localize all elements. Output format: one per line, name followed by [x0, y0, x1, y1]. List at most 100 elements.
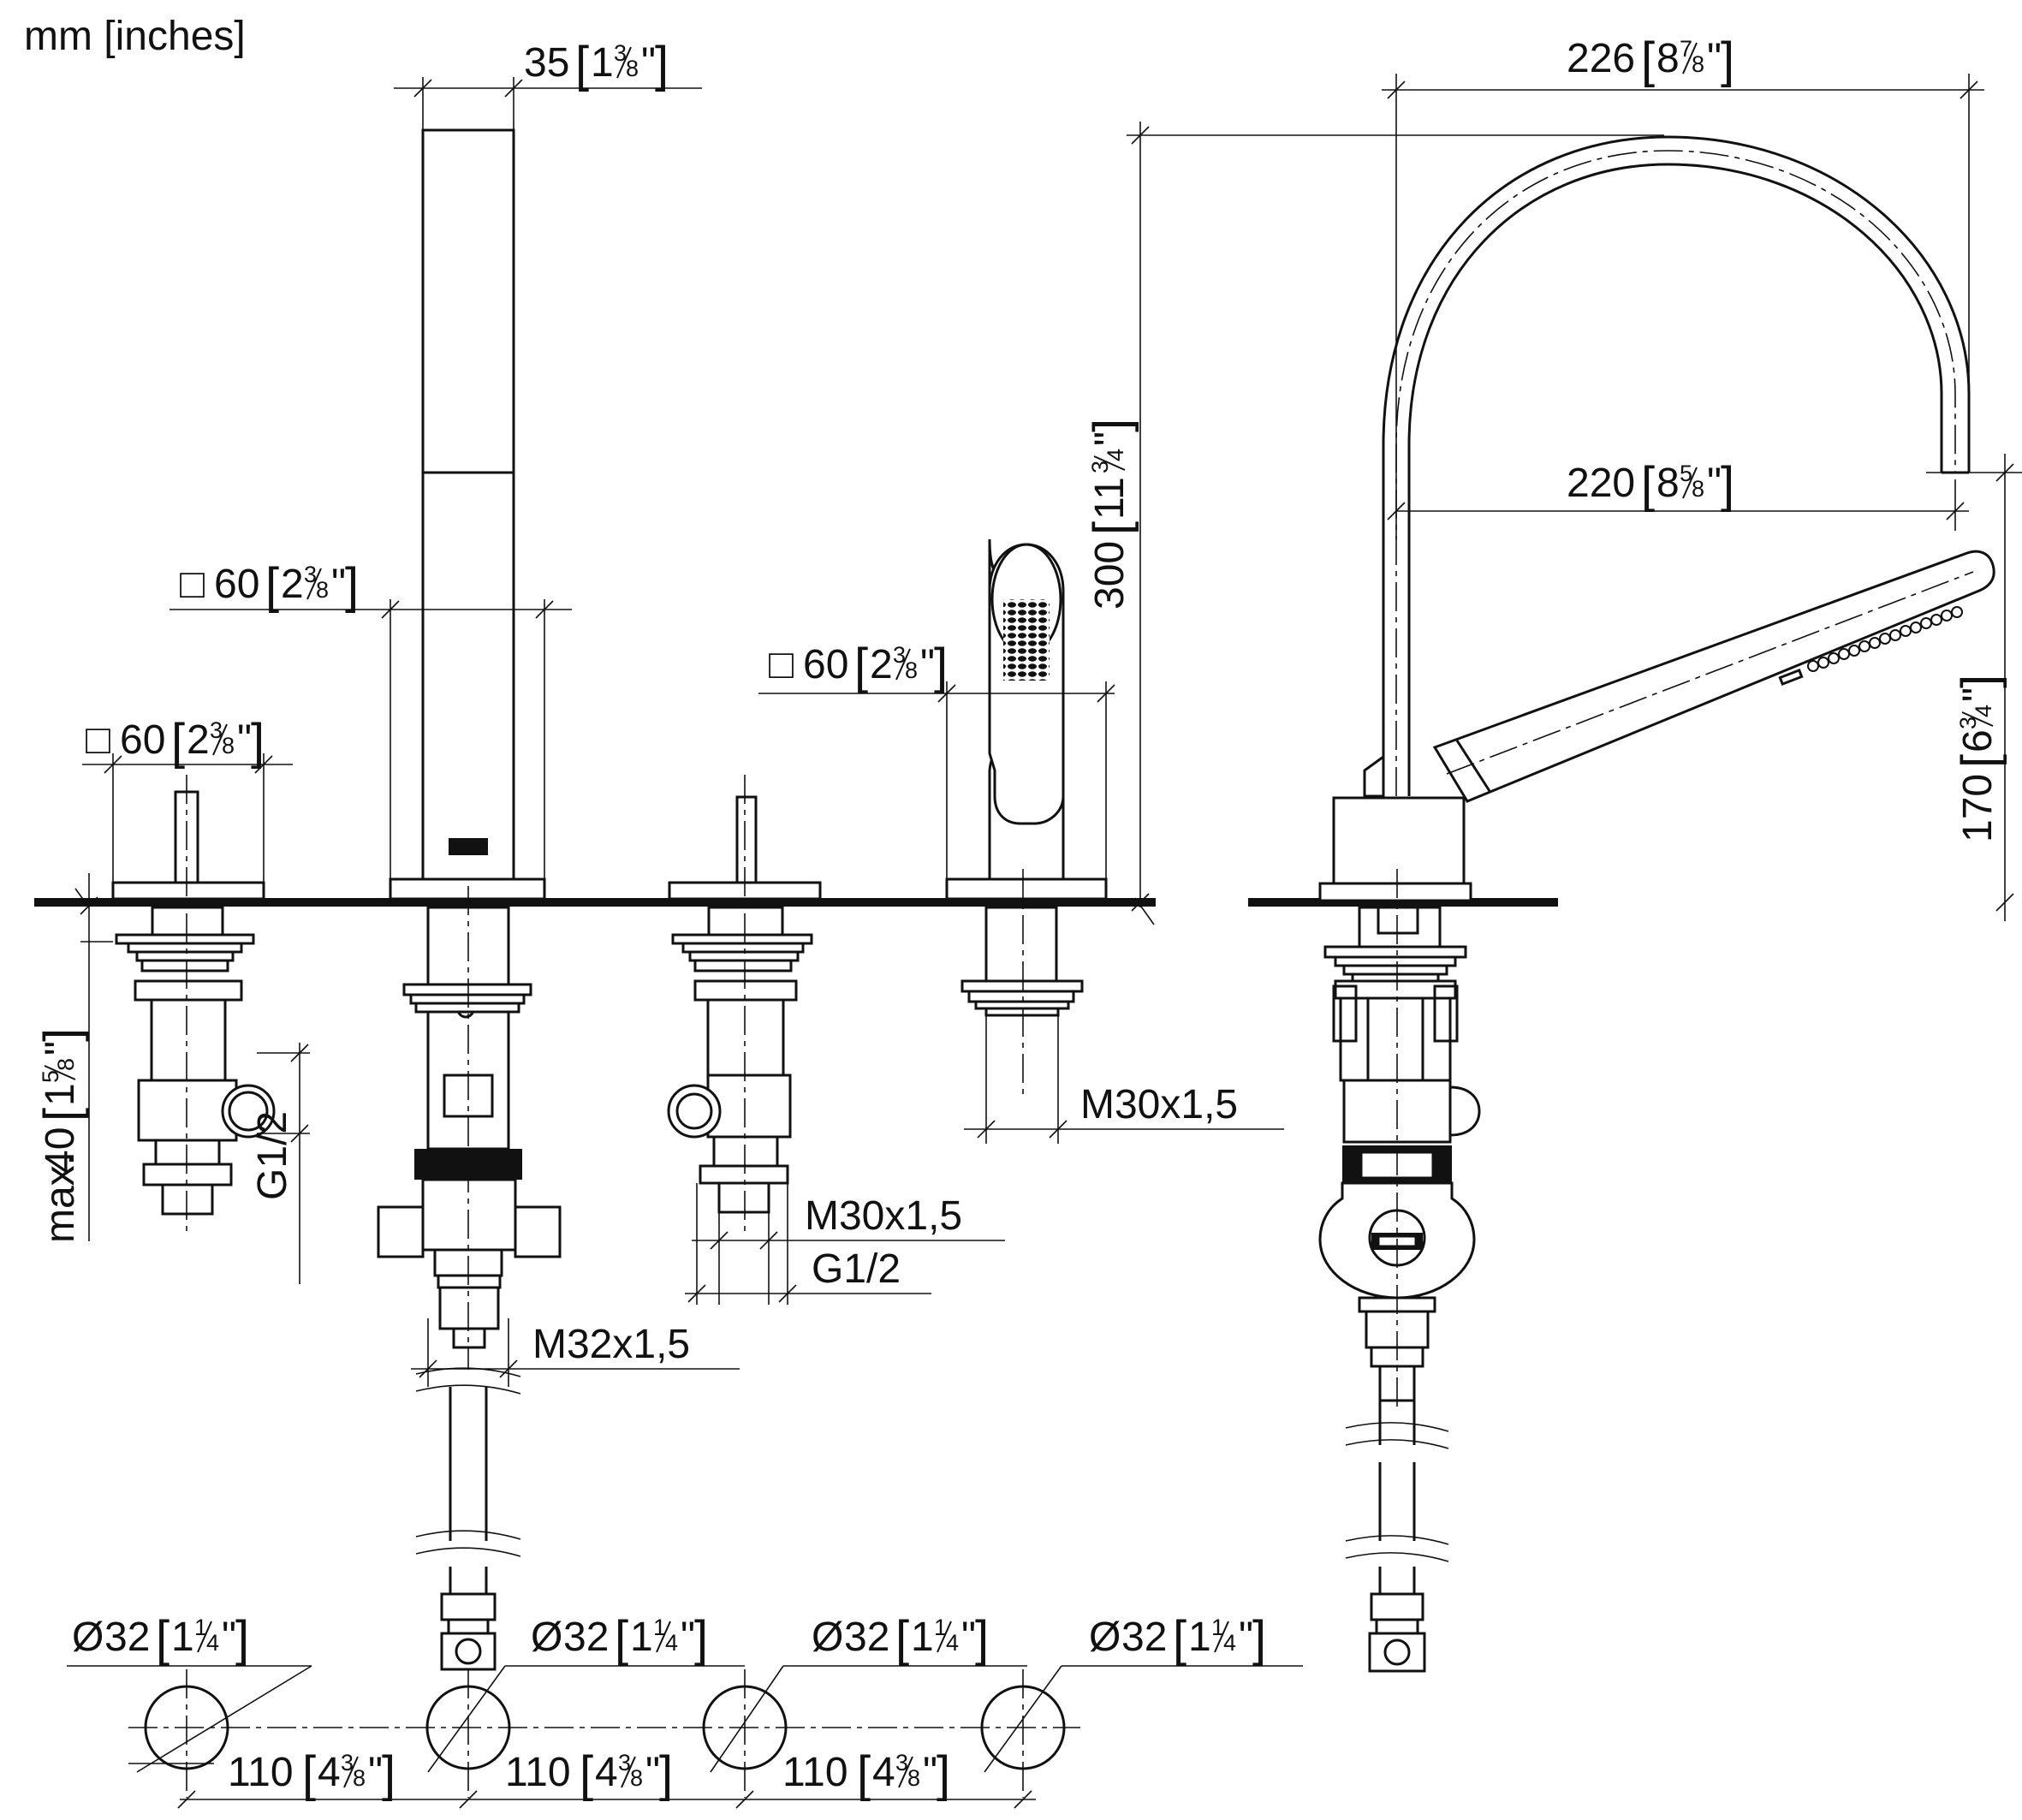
dim-prefix: Ø — [1089, 1615, 1121, 1660]
dim-whole-inch: 2 — [187, 717, 210, 763]
dim-frac-num: 3 — [614, 40, 627, 66]
mounting-holes — [67, 1665, 1303, 1809]
dim-frac-num: 1 — [1211, 1615, 1224, 1640]
dim-frac-num: 1 — [653, 1615, 666, 1640]
dim-value-mm: 170 — [1955, 774, 2001, 842]
dim-inch-mark: " — [1707, 461, 1722, 506]
dim-value-mm: 60 — [803, 642, 848, 687]
dimension-lines — [74, 74, 2022, 1387]
dim-value-mm: 32 — [104, 1615, 150, 1660]
dim-frac-den: 8 — [907, 1765, 920, 1791]
dim-value-mm: 226 — [1567, 36, 1635, 81]
bracket-open: [ — [265, 558, 279, 614]
dim-frac-den: 8 — [53, 1058, 79, 1071]
dim-frac-den: 4 — [665, 1630, 678, 1656]
dim-whole-inch: 1 — [630, 1615, 653, 1660]
bracket-close: ] — [655, 37, 669, 92]
dim-frac-den: 4 — [1103, 449, 1128, 461]
dim-value-mm: 32 — [844, 1615, 889, 1660]
dim-frac-num: 1 — [194, 1615, 207, 1640]
dim-value-mm: 220 — [1567, 461, 1635, 506]
dim-frac-num: 3 — [210, 717, 223, 743]
dim-prefix: max. — [38, 1154, 83, 1243]
thread-label-g12-mid: G1/2 — [812, 1246, 901, 1292]
dim-value-mm: 110 — [228, 1750, 294, 1795]
bracket-close: ] — [1084, 419, 1139, 432]
dim-value-mm: 35 — [524, 40, 569, 86]
bracket-close: ] — [382, 1746, 395, 1802]
thread-text: G1/2 — [812, 1246, 901, 1292]
dim-value-mm: 60 — [120, 717, 165, 763]
bracket-open: [ — [34, 1108, 90, 1121]
bracket-open: [ — [1084, 521, 1139, 535]
dim-frac-den: 4 — [206, 1630, 219, 1656]
dim-whole-inch: 4 — [318, 1750, 341, 1795]
shower-column — [377, 128, 562, 1671]
dim-whole-inch: 8 — [1656, 461, 1680, 506]
middle-valve — [667, 775, 822, 1233]
bracket-close: ] — [34, 1028, 90, 1042]
bracket-close: ] — [1721, 33, 1734, 88]
bracket-close: ] — [975, 1611, 989, 1667]
dim-inch-mark: " — [681, 1615, 695, 1660]
bracket-close: ] — [251, 714, 265, 770]
dim-value-mm: 110 — [505, 1750, 571, 1795]
units-label: mm [inches] — [24, 14, 246, 59]
dim-inch-mark: " — [1087, 431, 1133, 446]
bracket-close: ] — [1721, 457, 1734, 513]
dim-whole-inch: 4 — [595, 1750, 618, 1795]
dim-frac-num: 3 — [618, 1750, 631, 1775]
dim-whole-inch: 11 — [1087, 477, 1133, 520]
dim-frac-num: 3 — [1087, 461, 1113, 473]
dim-inch-mark: " — [923, 1750, 937, 1795]
dim-frac-num: 3 — [341, 1750, 354, 1775]
dim-value-mm: 32 — [563, 1615, 609, 1660]
dim-inch-mark: " — [1239, 1615, 1253, 1660]
dim-frac-den: 4 — [1223, 1630, 1236, 1656]
dim-frac-num: 7 — [1680, 36, 1692, 62]
dim-inch-mark: " — [920, 642, 935, 687]
dim-prefix: □ — [769, 642, 794, 687]
dim-whole-inch: 1 — [911, 1615, 934, 1660]
thread-text: M32x1,5 — [532, 1322, 690, 1367]
dim-prefix: □ — [86, 717, 110, 763]
dim-whole-inch: 2 — [281, 562, 304, 607]
bracket-open: [ — [575, 37, 589, 92]
dim-label-height-170: 170[634"] — [1952, 675, 2007, 842]
dim-inch-mark: " — [961, 1615, 976, 1660]
bracket-open: [ — [1173, 1611, 1186, 1667]
bracket-open: [ — [1641, 457, 1655, 513]
thread-text: G1/2 — [250, 1111, 295, 1200]
bracket-close: ] — [1952, 675, 2007, 688]
dim-frac-den: 8 — [316, 577, 329, 603]
bracket-close: ] — [659, 1746, 673, 1802]
bracket-open: [ — [854, 639, 868, 694]
dim-frac-den: 8 — [353, 1765, 366, 1791]
bracket-open: [ — [615, 1611, 628, 1667]
dim-prefix: Ø — [812, 1615, 843, 1660]
dim-inch-mark: " — [38, 1041, 83, 1056]
dim-frac-den: 8 — [1692, 51, 1704, 77]
dim-whole-inch: 2 — [870, 642, 893, 687]
dim-whole-inch: 1 — [171, 1615, 194, 1660]
dim-frac-den: 8 — [626, 56, 639, 81]
dim-inch-mark: " — [645, 1750, 660, 1795]
dim-inch-mark: " — [1707, 36, 1722, 81]
dim-frac-num: 3 — [1955, 717, 1981, 729]
dim-whole-inch: 6 — [1955, 729, 2001, 752]
thread-label-m30-shower: M30x1,5 — [1080, 1082, 1238, 1127]
bracket-open: [ — [1952, 754, 2007, 768]
bracket-open: [ — [1641, 33, 1655, 88]
